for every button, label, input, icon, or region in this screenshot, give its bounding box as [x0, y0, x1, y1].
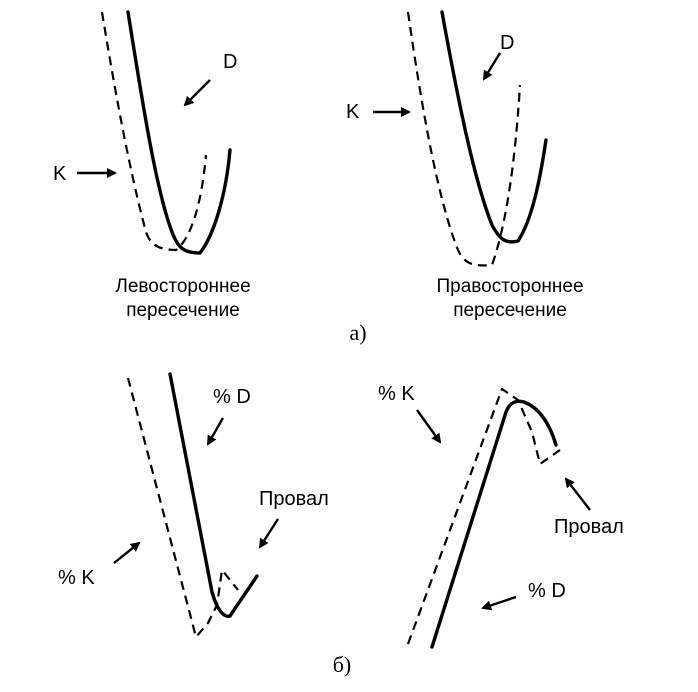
failure-label: Провал [554, 516, 624, 538]
d-pointer-arrow [183, 79, 211, 107]
k-label: % K [58, 567, 95, 589]
panel-b-left: % D Провал % K [58, 372, 329, 639]
k-pointer-arrow [113, 541, 141, 564]
panel-a-right: D K Правостороннее пересечение [346, 10, 584, 321]
k-label: % K [378, 383, 415, 405]
k-pointer-arrow [416, 409, 442, 444]
d-pointer-arrow [482, 52, 502, 81]
panel-b-right: % K Провал % D [378, 383, 624, 649]
k-label: K [53, 163, 67, 185]
crossover-title-line2: пересечение [453, 300, 567, 321]
panel-a-left: D K Левостороннее пересечение [53, 10, 251, 321]
d-line-solid [168, 372, 259, 618]
k-label: K [346, 101, 360, 123]
failure-pointer-arrow [258, 518, 280, 549]
panel-a-caption: а) [349, 320, 366, 345]
d-line-solid [440, 10, 548, 244]
panel-b-caption: б) [333, 652, 352, 677]
d-label: D [223, 51, 237, 73]
k-line-dashed [126, 377, 239, 639]
d-pointer-arrow [481, 595, 517, 611]
k-line-dashed [406, 387, 561, 645]
d-pointer-arrow [206, 417, 225, 446]
crossover-title-line2: пересечение [126, 300, 240, 321]
crossover-title-line1: Правостороннее [436, 276, 583, 297]
d-label: % D [528, 580, 566, 602]
failure-label: Провал [259, 488, 329, 510]
k-line-dashed [100, 11, 208, 252]
d-line-solid [430, 399, 558, 649]
failure-pointer-arrow [564, 477, 591, 511]
crossover-title-line1: Левостороннее [115, 276, 250, 297]
d-line-solid [126, 10, 232, 255]
k-line-dashed [406, 11, 522, 267]
d-label: D [500, 32, 514, 54]
d-label: % D [213, 386, 251, 408]
